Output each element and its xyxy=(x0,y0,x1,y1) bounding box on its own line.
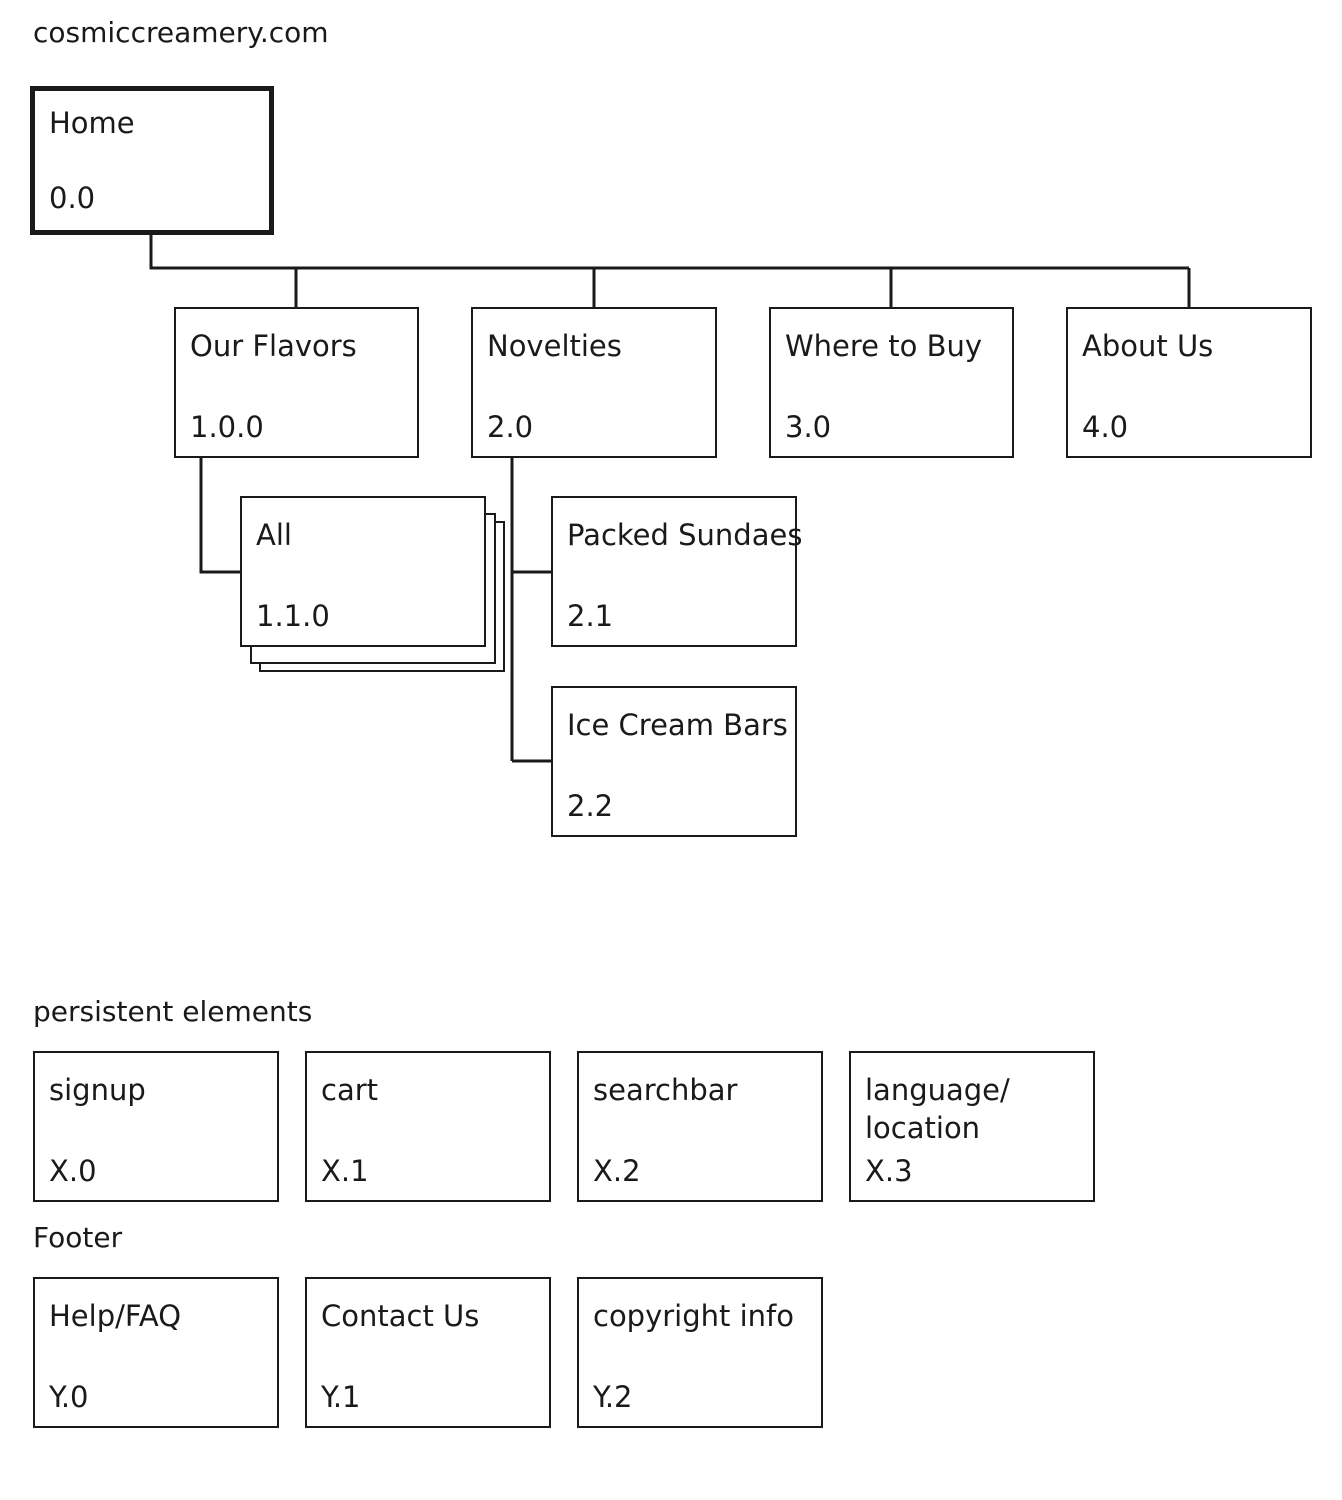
node-contact-us[interactable]: Contact Us Y.1 xyxy=(305,1277,551,1428)
node-number: Y.0 xyxy=(49,1380,89,1414)
node-label: language/ location xyxy=(865,1073,1010,1145)
node-number: 2.0 xyxy=(487,410,534,444)
node-number: X.1 xyxy=(321,1154,369,1188)
node-searchbar[interactable]: searchbar X.2 xyxy=(577,1051,823,1202)
node-help-faq[interactable]: Help/FAQ Y.0 xyxy=(33,1277,279,1428)
node-label: Contact Us xyxy=(321,1299,480,1333)
node-label: Home xyxy=(49,106,135,140)
node-number: X.3 xyxy=(865,1154,913,1188)
node-language-location[interactable]: language/ location X.3 xyxy=(849,1051,1095,1202)
node-label: Help/FAQ xyxy=(49,1299,182,1333)
node-label: All xyxy=(256,518,292,552)
node-number: 2.1 xyxy=(567,599,614,633)
connector-all xyxy=(199,457,241,574)
node-our-flavors[interactable]: Our Flavors 1.0.0 xyxy=(174,307,419,458)
node-label: Where to Buy xyxy=(785,329,983,363)
node-home[interactable]: Home 0.0 xyxy=(30,86,274,235)
node-label: About Us xyxy=(1082,329,1214,363)
node-label: Ice Cream Bars xyxy=(567,708,788,742)
node-cart[interactable]: cart X.1 xyxy=(305,1051,551,1202)
node-about-us[interactable]: About Us 4.0 xyxy=(1066,307,1312,458)
footer-title: Footer xyxy=(33,1221,123,1254)
node-number: 2.2 xyxy=(567,789,614,823)
node-label: searchbar xyxy=(593,1073,738,1107)
node-all[interactable]: All 1.1.0 xyxy=(240,496,486,647)
node-number: Y.1 xyxy=(321,1380,361,1414)
node-number: Y.2 xyxy=(593,1380,633,1414)
node-number: 0.0 xyxy=(49,181,96,215)
node-number: 1.0.0 xyxy=(190,410,264,444)
node-label: Our Flavors xyxy=(190,329,357,363)
node-packed-sundaes[interactable]: Packed Sundaes 2.1 xyxy=(551,496,802,647)
node-label: Packed Sundaes xyxy=(567,518,803,552)
home-connector xyxy=(149,233,1189,270)
site-title: cosmiccreamery.com xyxy=(33,16,329,49)
node-number: 3.0 xyxy=(785,410,832,444)
node-number: X.2 xyxy=(593,1154,641,1188)
node-number: 1.1.0 xyxy=(256,599,330,633)
node-number: X.0 xyxy=(49,1154,97,1188)
node-label: cart xyxy=(321,1073,379,1107)
node-novelties[interactable]: Novelties 2.0 xyxy=(471,307,717,458)
node-where-to-buy[interactable]: Where to Buy 3.0 xyxy=(769,307,1014,458)
node-number: 4.0 xyxy=(1082,410,1129,444)
node-label: copyright info xyxy=(593,1299,795,1333)
node-label: Novelties xyxy=(487,329,622,363)
node-copyright-info[interactable]: copyright info Y.2 xyxy=(577,1277,823,1428)
node-label: signup xyxy=(49,1073,146,1107)
node-ice-cream-bars[interactable]: Ice Cream Bars 2.2 xyxy=(551,686,797,837)
node-signup[interactable]: signup X.0 xyxy=(33,1051,279,1202)
persistent-title: persistent elements xyxy=(33,995,313,1028)
